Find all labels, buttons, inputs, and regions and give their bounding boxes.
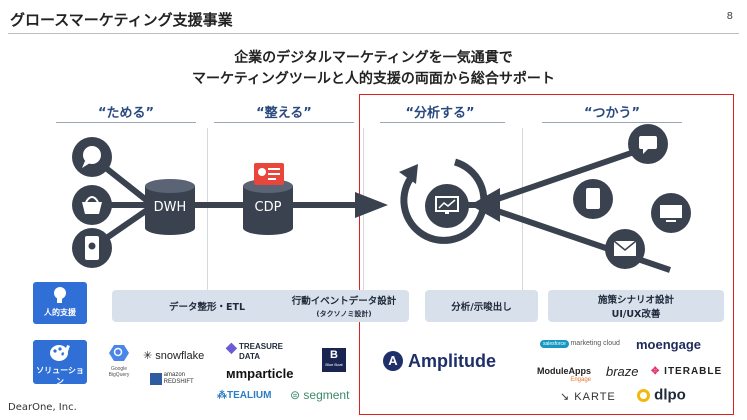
snowflake-logo: ✳ snowflake xyxy=(143,350,205,362)
mparticle-icon: ᴍ xyxy=(226,366,236,381)
column-underline xyxy=(542,122,682,123)
blueboat-letter-icon: B xyxy=(330,349,338,361)
tealium-icon: ⁂ xyxy=(217,390,227,401)
analysis-cycle-icon xyxy=(399,158,488,244)
mobile-location-icon xyxy=(72,228,112,268)
cdp-database-icon xyxy=(243,163,293,235)
service-analysis-label: 分析/示唆出し xyxy=(451,302,512,313)
iterable-logo: ✥ ITERABLE xyxy=(651,366,723,377)
bigquery-icon xyxy=(109,345,129,361)
redshift-icon xyxy=(150,373,162,385)
service-analysis: 分析/示唆出し xyxy=(425,290,538,322)
amplitude-icon: A xyxy=(383,351,403,372)
blueboat-logo: B Blue Boat xyxy=(322,348,346,372)
column-separator xyxy=(522,128,523,293)
service-event-design-sublabel: (タクソノミ設計) xyxy=(316,310,372,318)
salesforce-logo: salesforce marketing cloud xyxy=(540,340,620,348)
page-number: 8 xyxy=(726,11,733,22)
dwh-database-icon xyxy=(145,179,195,235)
service-scenario-sublabel: UI/UX改善 xyxy=(611,309,661,320)
iterable-icon: ✥ xyxy=(651,366,661,377)
service-etl-label: データ整形・ETL xyxy=(168,302,246,313)
monitor-icon xyxy=(651,193,691,233)
data-flow-diagram xyxy=(72,124,691,273)
person-head-icon xyxy=(54,287,66,303)
service-event-design-label: 行動イベントデータ設計 xyxy=(291,296,397,307)
moduleapps-logo: ModuleApps Engage xyxy=(537,366,591,384)
highlight-frame xyxy=(359,94,734,415)
subtitle-line-1: 企業のデジタルマーケティングを一気通貫で xyxy=(234,50,513,66)
column-heading-tameru: “ためる” xyxy=(97,106,155,121)
snowflake-icon: ✳ xyxy=(143,350,153,362)
service-etl: データ整形・ETL xyxy=(112,290,302,322)
human-support-label: 人的支援 xyxy=(33,282,87,324)
dlpo-icon xyxy=(637,388,650,402)
braze-logo: braze xyxy=(606,364,639,379)
treasure-data-icon: ◆ xyxy=(226,339,237,355)
moengage-logo: moengage xyxy=(636,337,702,352)
column-underline xyxy=(56,122,196,123)
karte-icon: ↘ xyxy=(560,391,571,403)
header-divider xyxy=(8,33,739,34)
mail-icon xyxy=(605,229,645,269)
bigquery-logo: Google BigQuery xyxy=(102,344,136,378)
subtitle-line-2: マーケティングツールと人的支援の両面から総合サポート xyxy=(192,71,555,87)
column-underline xyxy=(214,122,354,123)
service-scenario-label: 施策シナリオ設計 xyxy=(597,295,674,306)
segment-icon: ⊜ xyxy=(290,388,301,402)
solutions-text: ソリューション xyxy=(36,366,84,386)
notification-bubble-icon xyxy=(628,124,668,164)
solutions-label: ソリューション xyxy=(33,340,87,386)
dlpo-logo: dlpo xyxy=(637,386,686,404)
karte-logo: ↘ KARTE xyxy=(560,391,616,403)
column-heading-totonoeru: “整える” xyxy=(256,106,312,121)
column-separator xyxy=(207,128,208,293)
mparticle-logo: ᴍmparticle xyxy=(226,366,294,381)
page-title: グロースマーケティング支援事業 xyxy=(10,11,233,29)
tealium-logo: ⁂TEALIUM xyxy=(217,390,272,401)
cdp-label: CDP xyxy=(254,200,282,215)
flow-arrow-head xyxy=(355,192,388,218)
tablet-icon xyxy=(573,179,613,219)
column-underline xyxy=(380,122,505,123)
footer-company: DearOne, Inc. xyxy=(8,402,77,413)
segment-logo: ⊜ segment xyxy=(290,388,350,402)
amplitude-logo: A Amplitude xyxy=(383,350,496,372)
column-heading-bunseki: “分析する” xyxy=(405,106,475,121)
service-scenario: 施策シナリオ設計 UI/UX改善 xyxy=(548,290,724,322)
dwh-label: DWH xyxy=(153,200,187,215)
palette-icon xyxy=(50,345,70,361)
human-support-text: 人的支援 xyxy=(44,308,76,317)
column-heading-tsukau: “つかう” xyxy=(583,106,641,121)
service-event-design: 行動イベントデータ設計 (タクソノミ設計) xyxy=(279,290,409,322)
shopping-basket-icon xyxy=(72,185,112,225)
chat-icon xyxy=(72,137,112,177)
